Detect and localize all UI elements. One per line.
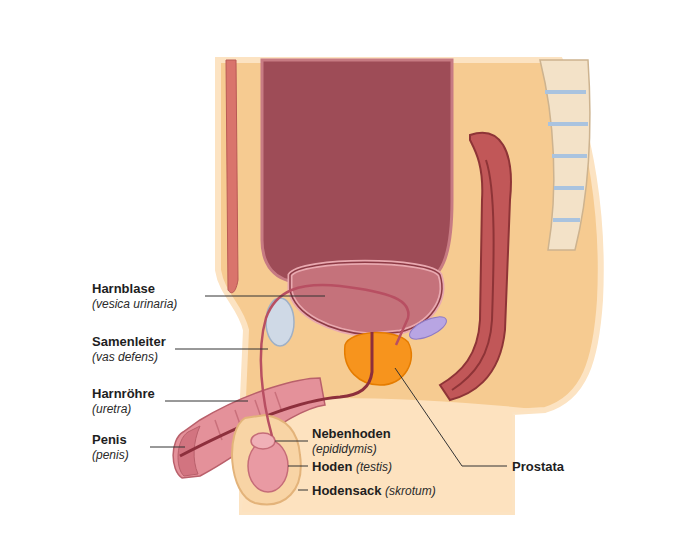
part-name: Prostata	[512, 459, 564, 474]
latin-name: (skrotum)	[385, 484, 436, 499]
leader-line	[298, 490, 308, 491]
seminal-vesicle	[406, 312, 449, 343]
latin-name: (testis)	[356, 460, 392, 475]
leader-line	[150, 447, 185, 448]
leader-line	[288, 466, 308, 467]
rectum	[440, 133, 511, 400]
scrotum	[232, 415, 301, 504]
leader-line	[395, 368, 507, 466]
part-name: Hoden	[312, 459, 352, 474]
part-name: Penis	[92, 432, 127, 447]
part-name: Nebenhoden	[312, 426, 391, 441]
leader-line	[205, 296, 325, 297]
part-name: Harnblase	[92, 281, 155, 296]
leader-line	[275, 441, 308, 442]
vas-deferens	[261, 285, 409, 436]
part-name: Hodensack	[312, 483, 381, 498]
latin-name: (penis)	[92, 448, 129, 463]
part-name: Harnröhre	[92, 386, 155, 401]
body-section	[218, 60, 601, 512]
pubic-bone	[266, 298, 294, 346]
latin-name: (vas defens)	[92, 350, 158, 365]
latin-name: (vesica urinaria)	[92, 297, 177, 312]
part-name: Samenleiter	[92, 334, 166, 349]
spine	[540, 60, 590, 250]
vertebral-discs	[545, 92, 588, 220]
rectum-lumen	[452, 160, 494, 390]
abdominal-cavity	[262, 60, 452, 282]
latin-name: (uretra)	[92, 402, 131, 417]
latin-name: (epididymis)	[312, 442, 377, 457]
abdominal-muscle	[226, 60, 238, 293]
leader-line	[175, 349, 268, 350]
leader-line	[165, 401, 248, 402]
